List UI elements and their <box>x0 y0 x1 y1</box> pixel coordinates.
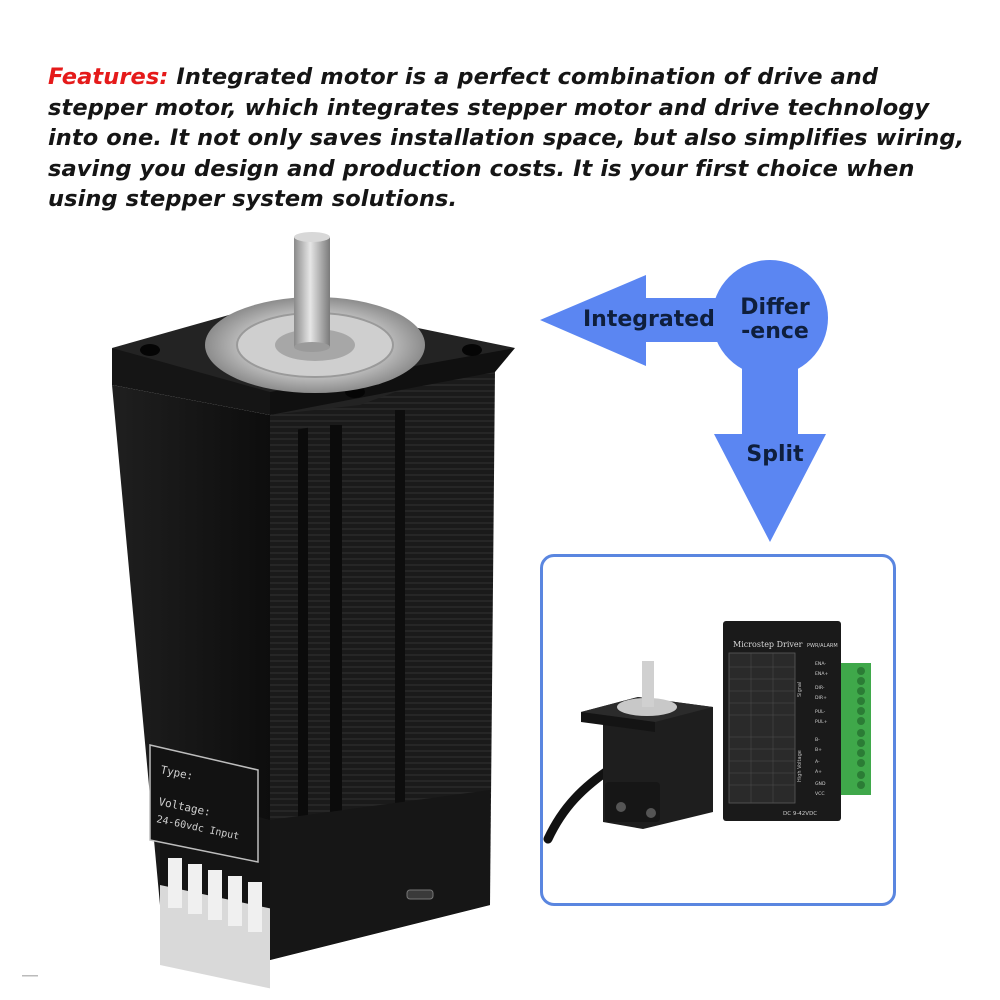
motor-shaft <box>294 237 330 347</box>
terminal-label: ENA- <box>815 661 826 667</box>
integrated-arrow <box>540 275 730 366</box>
split-label: Split <box>746 442 804 467</box>
driver-voltage-range: DC 9-42VDC <box>783 811 817 817</box>
small-stepper-motor <box>581 661 713 829</box>
features-paragraph: Features: Integrated motor is a perfect … <box>48 62 978 215</box>
usb-port <box>406 889 434 900</box>
driver-title: Microstep Driver <box>733 640 803 649</box>
split-system-box: Microstep Driver PWR/ALARM DC 9-42VDC Si… <box>540 554 896 906</box>
motor-label-panel <box>149 744 259 863</box>
terminal-label: DIR+ <box>815 695 827 701</box>
terminal-label: A+ <box>815 769 822 775</box>
terminal-label: GND <box>815 781 826 787</box>
green-terminal-block <box>841 663 871 795</box>
integrated-motor: Type: Voltage: 24-60vdc Input <box>112 232 515 989</box>
split-arrow <box>714 360 826 542</box>
difference-label-line1: Differ <box>740 295 810 320</box>
features-lead: Features: <box>48 64 169 90</box>
features-text: Integrated motor is a perfect combinatio… <box>48 64 965 212</box>
difference-label-line2: -ence <box>741 319 809 344</box>
difference-diagram <box>540 260 828 542</box>
integrated-label: Integrated <box>583 307 715 332</box>
terminal-label: PUL- <box>815 709 826 715</box>
motor-terminals <box>160 858 270 989</box>
terminal-label: VCC <box>815 791 825 797</box>
terminal-label: DIR- <box>815 685 825 691</box>
difference-node <box>712 260 828 376</box>
terminal-label: PUL+ <box>815 719 828 725</box>
driver-pwr-label: PWR/ALARM <box>807 643 838 649</box>
driver-high-voltage-label: High Voltage <box>797 750 803 782</box>
terminal-label: B+ <box>815 747 822 753</box>
terminal-label: ENA+ <box>815 671 828 677</box>
split-system-illustration: Microstep Driver PWR/ALARM DC 9-42VDC Si… <box>543 621 871 844</box>
terminal-label: A- <box>815 759 820 765</box>
microstep-driver: Microstep Driver PWR/ALARM DC 9-42VDC Si… <box>723 621 841 821</box>
terminal-label: B- <box>815 737 820 743</box>
driver-signal-label: Signal <box>797 682 803 697</box>
